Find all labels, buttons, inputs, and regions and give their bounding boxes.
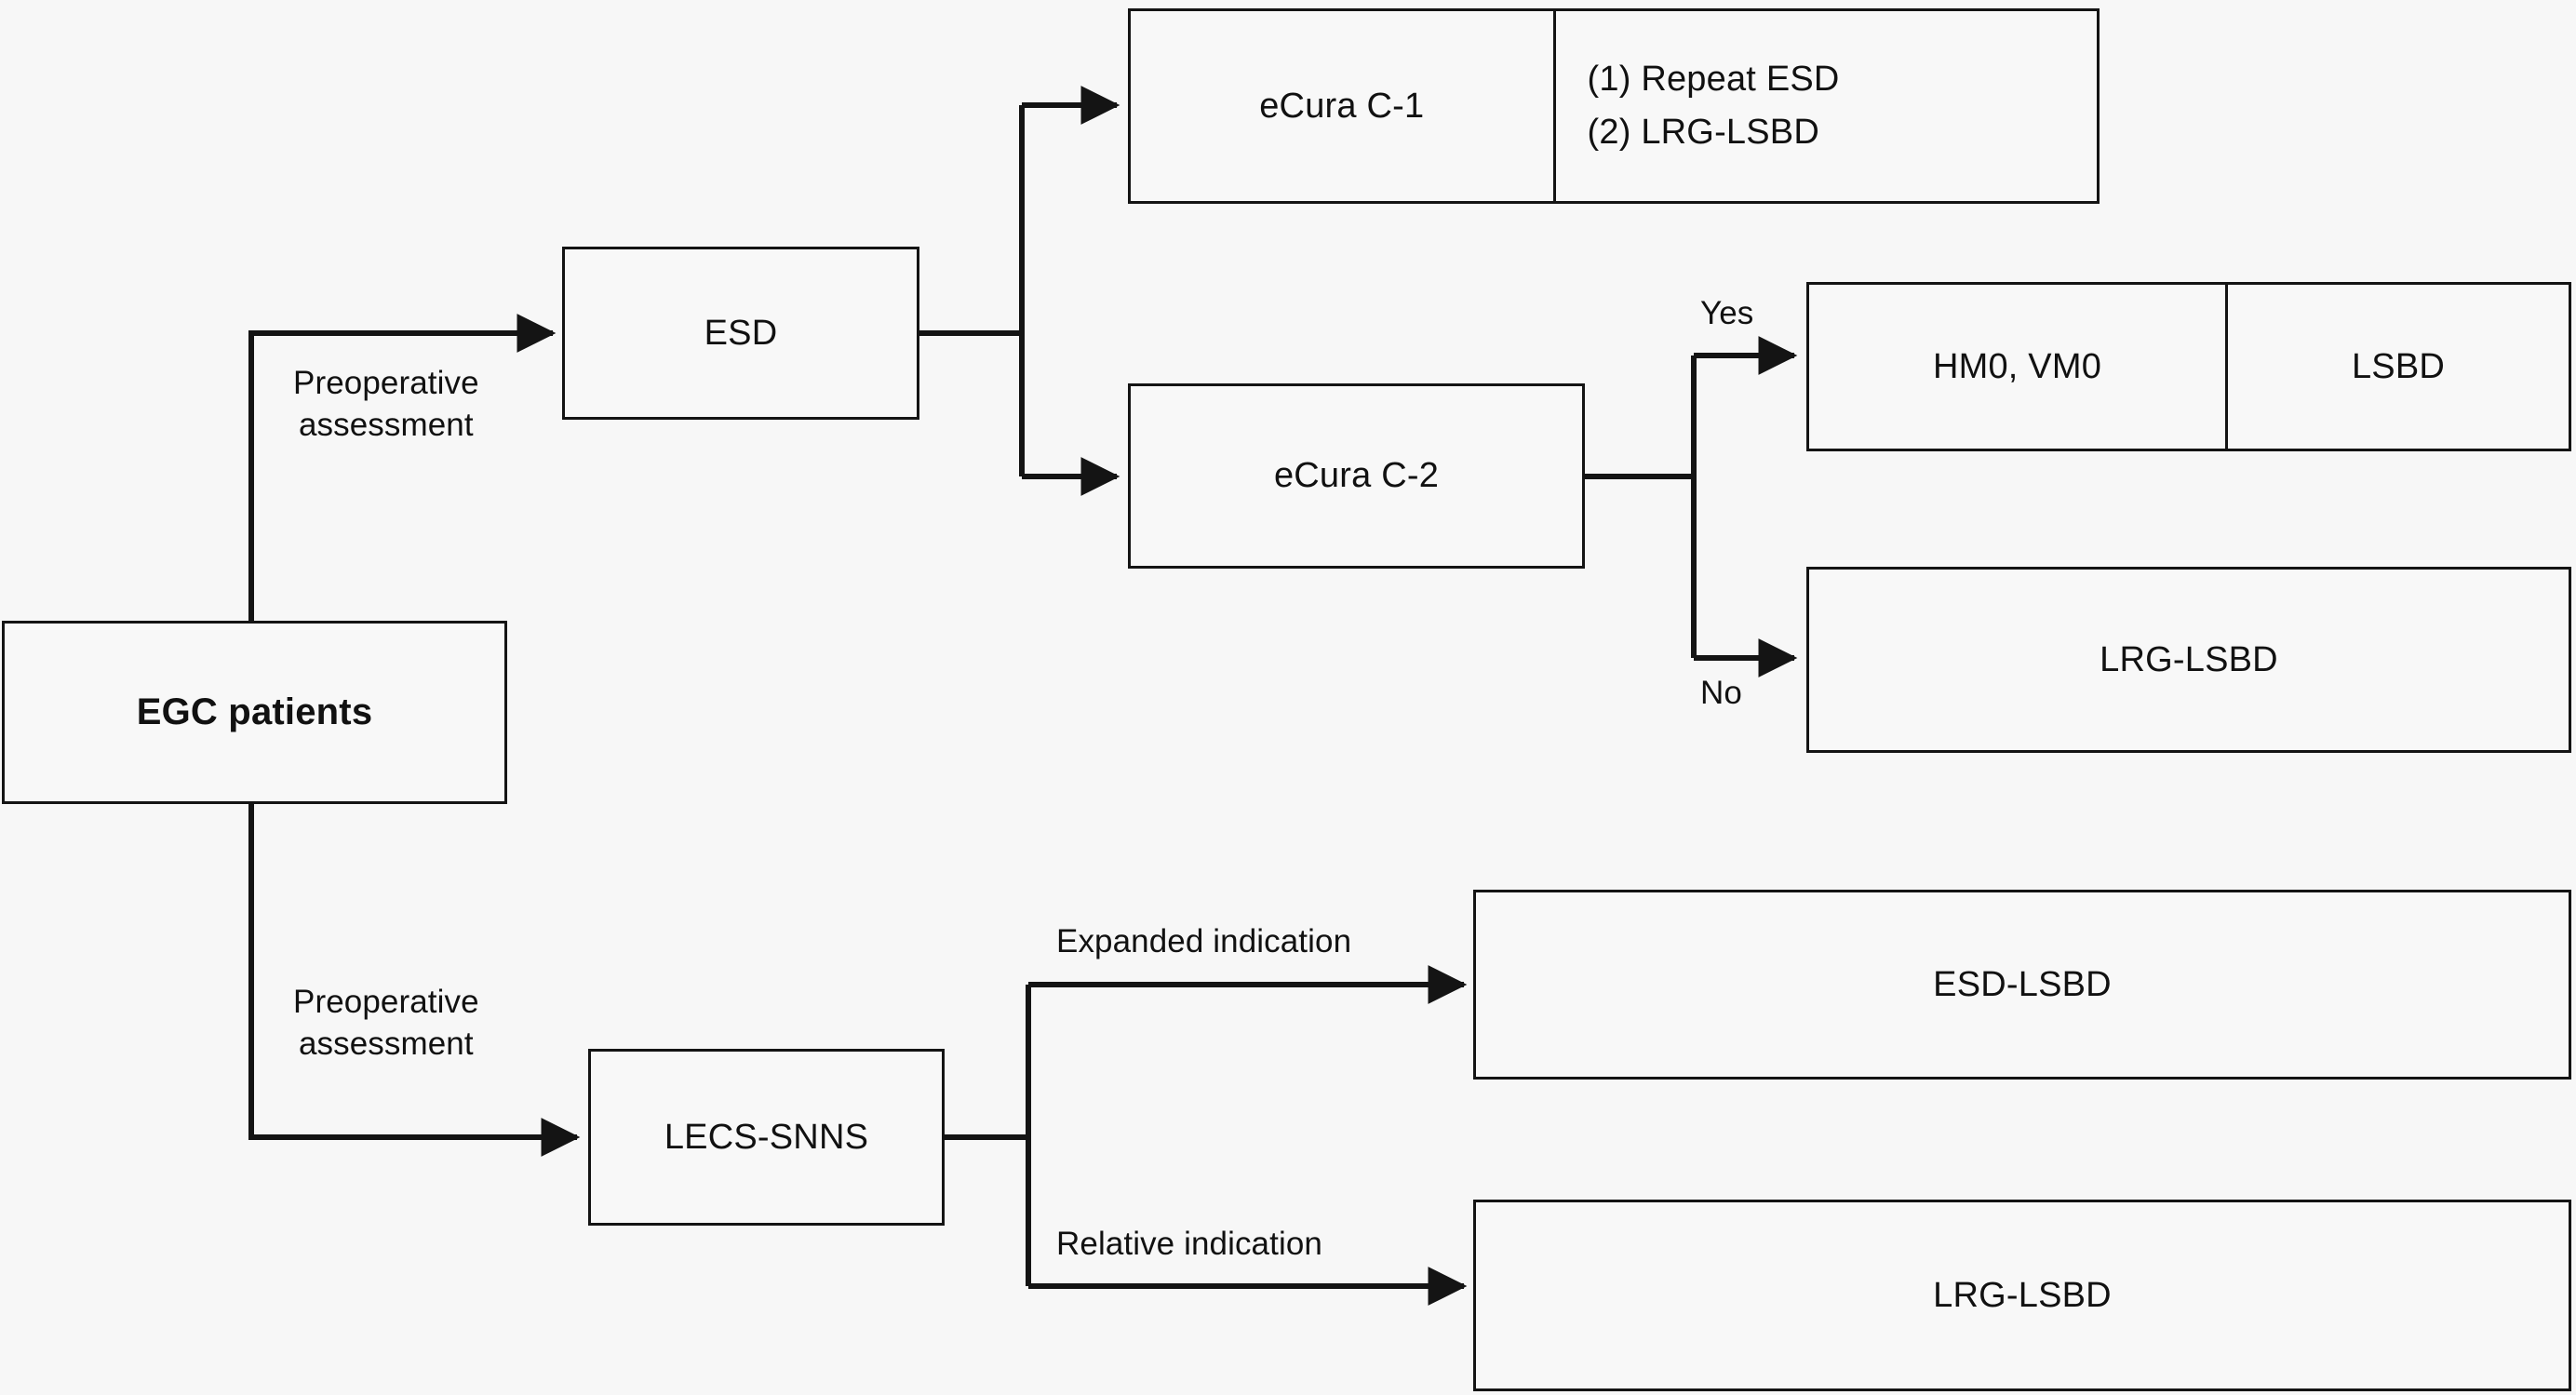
node-lrg-lsbd-no-label: LRG-LSBD — [2100, 639, 2278, 679]
node-lrg-lsbd-relative[interactable]: LRG-LSBD — [1473, 1200, 2571, 1391]
edge-label-expanded-indication: Expanded indication — [1056, 923, 1352, 959]
node-lrg-lsbd-no[interactable]: LRG-LSBD — [1806, 567, 2571, 753]
node-lrg-lsbd-relative-label: LRG-LSBD — [1933, 1275, 2112, 1315]
node-egc-patients-label: EGC patients — [136, 691, 373, 732]
node-egc-patients[interactable]: EGC patients — [2, 621, 507, 804]
edge-label-relative-indication: Relative indication — [1056, 1226, 1322, 1262]
node-esd-lsbd[interactable]: ESD-LSBD — [1473, 890, 2571, 1080]
node-hm0-vm0-label: HM0, VM0 — [1932, 346, 2102, 386]
node-ecura-c1[interactable]: eCura C-1 (1) Repeat ESD (2) LRG-LSBD — [1128, 8, 2100, 204]
node-esd-lsbd-label: ESD-LSBD — [1933, 964, 2112, 1004]
edge-label-no: No — [1700, 675, 1742, 711]
node-lsbd-label: LSBD — [2225, 285, 2569, 449]
node-ecura-c1-label: eCura C-1 — [1259, 86, 1425, 126]
node-esd-label: ESD — [704, 313, 778, 353]
edge-label-yes: Yes — [1700, 295, 1754, 331]
node-lecs-snns[interactable]: LECS-SNNS — [588, 1049, 945, 1226]
edge-label-preoperative-assessment-top: Preoperative assessment — [293, 365, 479, 443]
edge-egc-to-lecs — [248, 804, 581, 1157]
node-ecura-c1-detail: (1) Repeat ESD (2) LRG-LSBD — [1552, 11, 2097, 201]
node-esd[interactable]: ESD — [562, 247, 919, 420]
node-ecura-c2-label: eCura C-2 — [1273, 456, 1440, 495]
node-lecs-snns-label: LECS-SNNS — [664, 1117, 869, 1157]
node-ecura-c2[interactable]: eCura C-2 — [1128, 383, 1585, 569]
node-hm0-vm0[interactable]: HM0, VM0 LSBD — [1806, 282, 2571, 451]
edge-label-preoperative-assessment-bottom: Preoperative assessment — [293, 984, 479, 1062]
